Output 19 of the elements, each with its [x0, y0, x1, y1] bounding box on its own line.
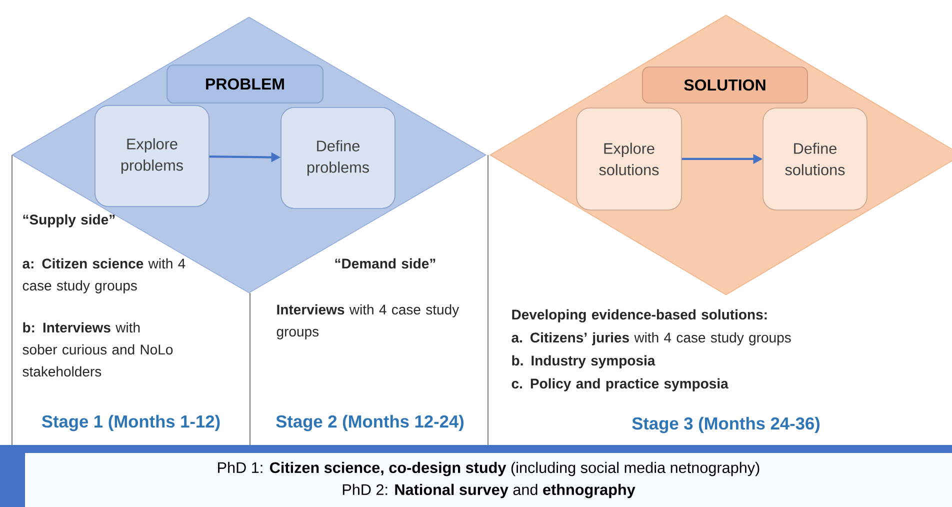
process-box: Define solutions [762, 108, 868, 210]
note-text: b: Interviews with sober curious and NoLo stakeholders [22, 322, 173, 377]
process-box: Define problems [280, 107, 396, 209]
stage-label: Stage 1 (Months 1-12) [42, 414, 220, 432]
method-band: PhD 1: Citizen science, co-design study (including social media netnography) PhD 2: National survey and ethnography [25, 453, 952, 507]
note-text: “Supply side” [23, 214, 115, 228]
stage-label: Stage 3 (Months 24-36) [632, 416, 820, 434]
stage-label: Stage 2 (Months 12-24) [276, 414, 464, 432]
note-text: b. Industry symposia [512, 355, 656, 368]
note-text: c. Policy and practice symposia [512, 378, 728, 392]
heading-box: PROBLEM [166, 64, 324, 104]
note-text: a. Citizens’ juries with 4 case study groups [512, 332, 791, 346]
note-text: Interviews with 4 case study groups [276, 304, 460, 340]
note-text: a: Citizen science with 4 case study groups [22, 258, 186, 294]
heading-box: SOLUTION [642, 66, 808, 104]
note-text: Developing evidence-based solutions: [512, 309, 767, 322]
note-text: “Demand side” [335, 258, 436, 269]
process-box: Explore problems [94, 105, 210, 207]
process-box: Explore solutions [576, 108, 682, 210]
